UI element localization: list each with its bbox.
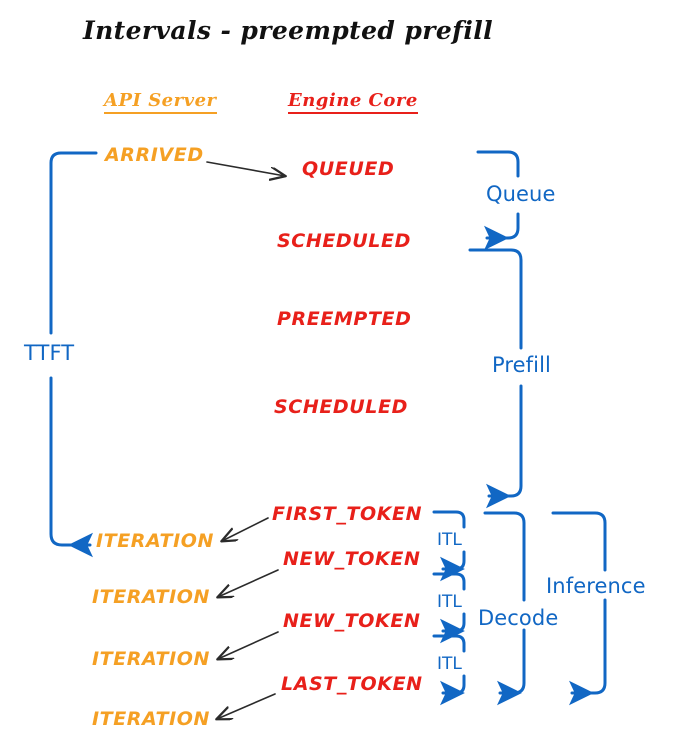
- state-iteration-3: ITERATION: [92, 648, 211, 670]
- state-iteration-4: ITERATION: [92, 708, 211, 730]
- state-arrived: ARRIVED: [105, 144, 204, 166]
- bracket-inference: [551, 511, 607, 706]
- state-scheduled-1: SCHEDULED: [277, 230, 411, 252]
- page-title: Intervals - preempted prefill: [83, 16, 494, 45]
- state-scheduled-2: SCHEDULED: [274, 396, 408, 418]
- column-header-engine-core: Engine Core: [288, 92, 418, 114]
- interval-label-ttft: TTFT: [24, 341, 75, 365]
- state-new-token-1: NEW_TOKEN: [283, 548, 421, 570]
- connector-new-token-iteration-2: [218, 631, 279, 659]
- state-queued: QUEUED: [302, 158, 395, 180]
- state-first-token: FIRST_TOKEN: [272, 503, 423, 525]
- connector-arrived-queued: [206, 161, 285, 176]
- interval-label-itl-2: ITL: [437, 592, 462, 612]
- interval-label-queue: Queue: [486, 182, 556, 206]
- state-iteration-1: ITERATION: [96, 530, 215, 552]
- connector-last-token-iteration: [217, 693, 276, 719]
- connector-first-token-iteration: [222, 517, 269, 541]
- bracket-decode: [483, 511, 526, 706]
- state-iteration-2: ITERATION: [92, 586, 211, 608]
- state-last-token: LAST_TOKEN: [281, 673, 423, 695]
- state-preempted: PREEMPTED: [277, 308, 412, 330]
- state-new-token-2: NEW_TOKEN: [283, 610, 421, 632]
- interval-label-prefill: Prefill: [492, 353, 551, 377]
- interval-label-inference: Inference: [546, 574, 646, 598]
- column-header-api-server: API Server: [104, 92, 217, 114]
- interval-label-itl-3: ITL: [437, 654, 462, 674]
- interval-label-decode: Decode: [478, 606, 559, 630]
- connector-new-token-iteration-1: [218, 569, 279, 597]
- interval-label-itl-1: ITL: [437, 530, 462, 550]
